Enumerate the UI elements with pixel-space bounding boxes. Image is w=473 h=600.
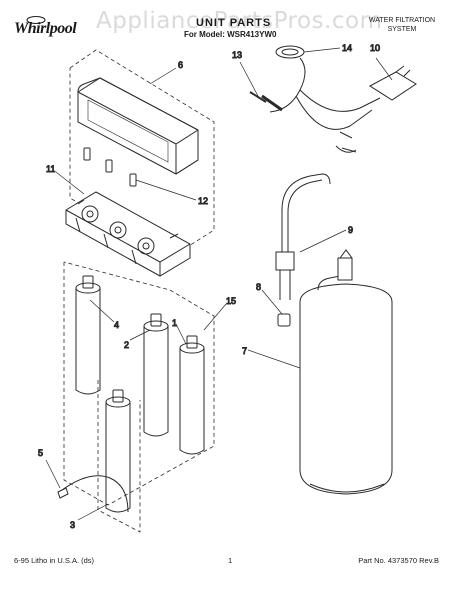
prefilter-group-outline xyxy=(97,380,141,533)
filter-group-outline xyxy=(63,261,215,506)
callout-15: 15 xyxy=(226,296,236,306)
filter-cartridge-4 xyxy=(75,275,101,395)
callout-12: 12 xyxy=(198,196,208,206)
callout-4: 4 xyxy=(114,320,119,330)
model-number: For Model: WSR413YW0 xyxy=(184,30,277,39)
section-name-line2: SYSTEM xyxy=(387,26,417,33)
tubing-part xyxy=(57,475,129,513)
footer-page-number: 1 xyxy=(228,556,233,565)
filter-head-part xyxy=(65,191,191,277)
fitting-parts xyxy=(83,147,137,187)
footer-print-info: 6-95 Litho in U.S.A. (ds) xyxy=(14,556,95,565)
faucet-part xyxy=(275,173,331,300)
callout-13: 13 xyxy=(232,50,242,60)
section-name: WATER FILTRATION SYSTEM xyxy=(357,16,447,34)
filter-cartridge-2 xyxy=(143,313,169,437)
section-name-line1: WATER FILTRATION xyxy=(368,17,436,24)
callout-1: 1 xyxy=(172,318,177,328)
page-title: UNIT PARTS xyxy=(196,17,272,29)
fitting-part-8 xyxy=(277,313,291,327)
filter-cartridge-3 xyxy=(105,389,131,513)
footer-part-number: Part No. 4373570 Rev.B xyxy=(358,556,439,565)
callout-7: 7 xyxy=(242,346,247,356)
callout-5: 5 xyxy=(38,448,43,458)
callout-11: 11 xyxy=(46,164,55,174)
watermark: AppliancePartsPros.com xyxy=(96,8,383,34)
callout-10: 10 xyxy=(370,43,380,53)
storage-tank-part xyxy=(299,249,393,495)
cover-group-outline xyxy=(69,49,215,259)
filter-cartridge-1 xyxy=(179,335,205,455)
wiring-harness-part xyxy=(249,45,417,153)
callout-14: 14 xyxy=(342,43,352,53)
brand-logo-icon xyxy=(26,16,46,24)
leader-lines xyxy=(45,47,393,521)
callout-8: 8 xyxy=(256,282,261,292)
callout-9: 9 xyxy=(348,225,353,235)
brand-name: Whirlpool xyxy=(14,20,77,37)
filter-cover-part xyxy=(77,77,199,175)
callout-2: 2 xyxy=(124,340,129,350)
callout-3: 3 xyxy=(70,520,75,530)
callout-6: 6 xyxy=(178,60,183,70)
